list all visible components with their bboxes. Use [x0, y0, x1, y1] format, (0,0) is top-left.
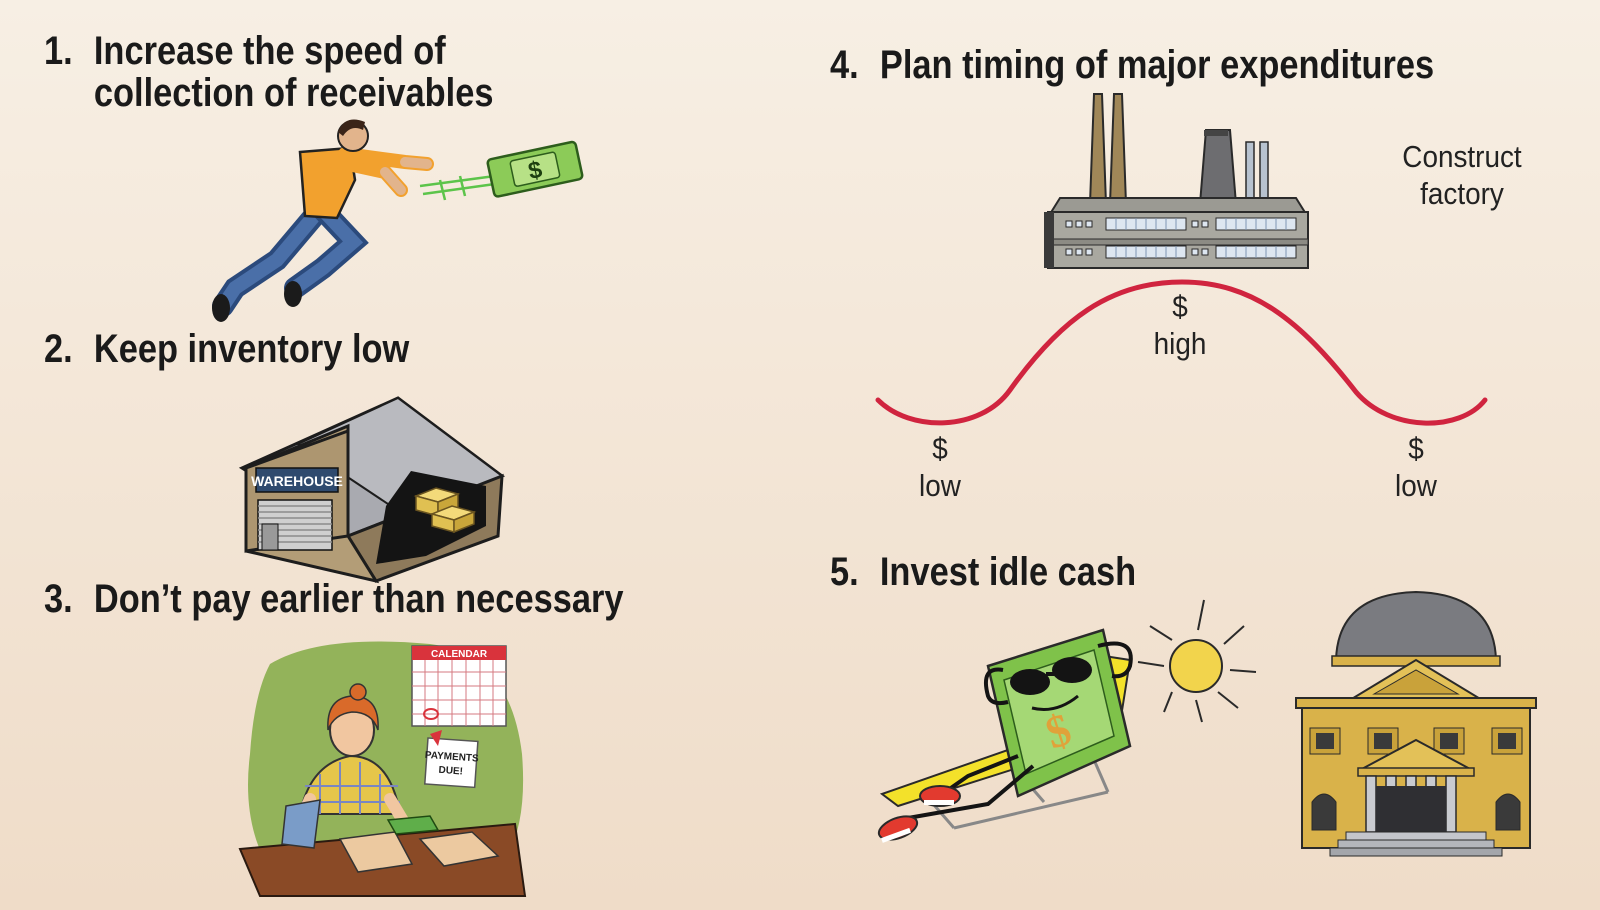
- timing-curve-line: [875, 279, 1488, 426]
- tip-1-heading: 1. Increase the speed of collection of re…: [44, 30, 493, 114]
- tip-2-heading: 2. Keep inventory low: [44, 328, 409, 370]
- curve-point-high-level: high: [1153, 326, 1207, 361]
- payments-note-line1: PAYMENTS: [424, 750, 479, 765]
- running-man-illustration: $: [212, 119, 584, 322]
- curve-point-low-left-symbol: $: [932, 431, 948, 466]
- curve-point-low-left-level: low: [919, 468, 961, 503]
- curve-point-low-right: $ low: [1371, 430, 1461, 504]
- calendar-title: CALENDAR: [431, 649, 488, 660]
- tip-2-text: Keep inventory low: [93, 327, 410, 371]
- tip-2-number: 2.: [44, 327, 73, 371]
- warehouse-sign: WAREHOUSE: [251, 473, 343, 489]
- sun-icon: [1169, 639, 1223, 693]
- factory-label: Construct factory: [1399, 138, 1525, 212]
- tip-5-heading: 5. Invest idle cash: [830, 551, 1136, 593]
- payments-note-line2: DUE!: [438, 765, 463, 778]
- curve-point-low-left: $ low: [895, 430, 985, 504]
- tip-4-number: 4.: [830, 43, 859, 87]
- relaxing-dollar-illustration: $: [877, 599, 1257, 843]
- tip-1-number: 1.: [44, 29, 73, 73]
- tip-4-text: Plan timing of major expenditures: [879, 43, 1435, 87]
- curve-point-low-right-symbol: $: [1408, 431, 1424, 466]
- tip-3-text: Don’t pay earlier than necessary: [93, 577, 624, 621]
- tip-1-line2: collection of receivables: [93, 71, 494, 115]
- factory-label-line1: Construct: [1402, 139, 1522, 174]
- bill-paying-woman-illustration: CALENDAR PAYMENTS DUE!: [238, 641, 527, 897]
- bank-building-illustration: [1295, 590, 1537, 857]
- factory-illustration: [1044, 93, 1309, 269]
- factory-label-line2: factory: [1420, 176, 1504, 211]
- tip-4-heading: 4. Plan timing of major expenditures: [830, 44, 1434, 86]
- tip-5-number: 5.: [830, 550, 859, 594]
- curve-point-low-right-level: low: [1395, 468, 1437, 503]
- curve-point-high: $ high: [1135, 288, 1225, 362]
- tip-5-text: Invest idle cash: [879, 550, 1137, 594]
- tip-1-line1: Increase the speed of: [93, 29, 446, 73]
- tip-3-number: 3.: [44, 577, 73, 621]
- warehouse-illustration: WAREHOUSE: [238, 396, 506, 584]
- flying-bill-dollar-sign: $: [526, 156, 545, 185]
- curve-point-high-symbol: $: [1172, 289, 1188, 324]
- tip-3-heading: 3. Don’t pay earlier than necessary: [44, 578, 623, 620]
